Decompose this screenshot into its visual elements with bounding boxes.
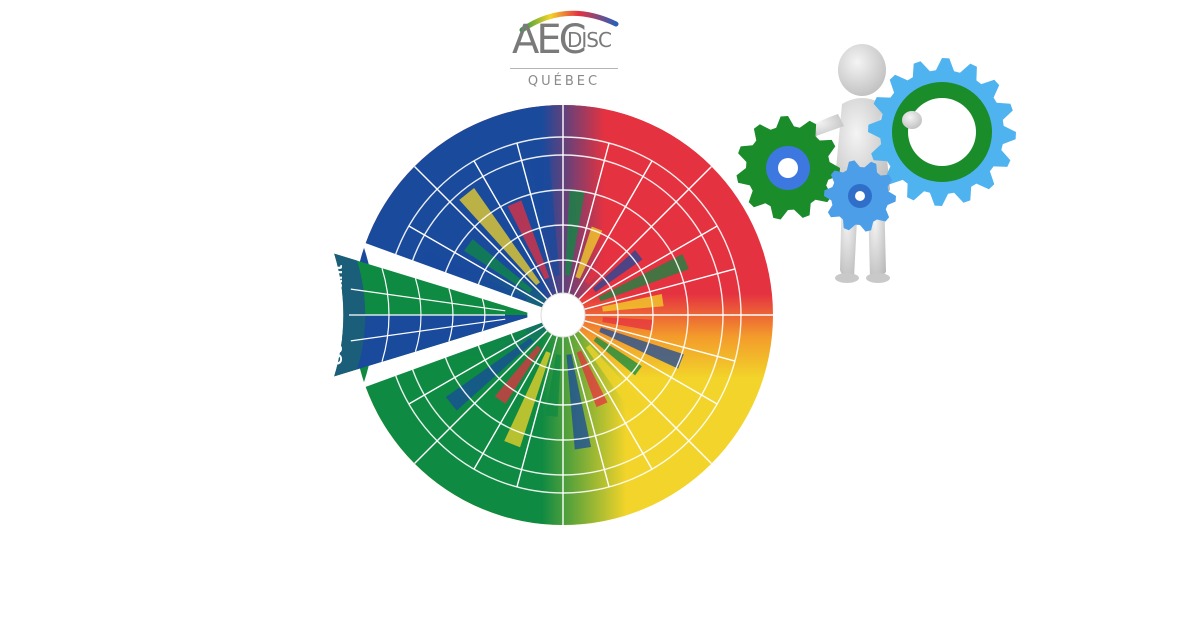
logo-region: QUÉBEC [527,74,601,89]
wheel-spoke-line [473,160,553,297]
wheel-spoke-line [408,225,545,305]
segment-spoke-line [350,288,506,312]
spoke-wedge [459,188,541,286]
wheel-spoke-line [408,325,545,405]
spoke-wedge [459,328,528,365]
small-blue-gear-icon [824,160,896,232]
wheel-spoke-line [578,330,712,464]
spoke-wedge [445,337,534,411]
wheel-spoke-line [516,142,558,294]
figure-hand-icon [902,111,922,129]
spoke-wedge [593,336,642,376]
rainbow-arc-icon [519,10,619,33]
large-blue-gear-icon [868,58,1016,206]
spoke-wedge [494,345,542,404]
spoke-wedge [504,351,551,448]
spoke-wedge [419,251,527,303]
pulled-out-segment: Coordonnant [329,253,528,377]
spoke-wedge [565,189,585,276]
logo-divider [510,68,618,69]
spoke-wedge [592,250,643,293]
spoke-wedge [566,354,592,450]
aecdisc-logo: AEC DISC QUÉBEC [496,2,636,102]
wheel-spoke-line [584,320,736,362]
logo-name-main: AEC [512,17,587,63]
spoke-wedge [507,200,550,280]
wheel-spoke-line [568,336,610,488]
wheel-spoke-line [578,166,712,300]
spoke-wedge [529,156,560,276]
wheel-spoke-line [581,225,718,305]
spoke-wedge [575,226,603,279]
green-gear-icon [736,116,840,220]
spoke-wedge [602,317,653,331]
wheel-spoke-line [568,142,610,294]
wheel-spoke-line [584,268,736,310]
spoke-wedge [599,327,684,369]
wheel-spoke-line [516,336,558,488]
spoke-wedge [585,344,651,423]
spoke-wedge [598,254,689,302]
segment-label: Coordonnant [329,264,346,365]
wheel-spoke-line [573,160,653,297]
spoke-wedge [576,350,608,408]
logo-name-suffix: DISC [567,28,612,52]
wheel-spoke-line [573,333,653,470]
wheel-spoke-line [473,333,553,470]
spoke-wedge [464,239,533,294]
segment-spoke-line [350,318,506,342]
spoke-wedge [584,205,647,285]
wheel-center-hole [541,293,585,337]
wheel-spoke-line [581,325,718,405]
gears-illustration [736,44,1016,283]
wheel-spoke-line [414,166,548,300]
wheel-spoke-line [414,330,548,464]
